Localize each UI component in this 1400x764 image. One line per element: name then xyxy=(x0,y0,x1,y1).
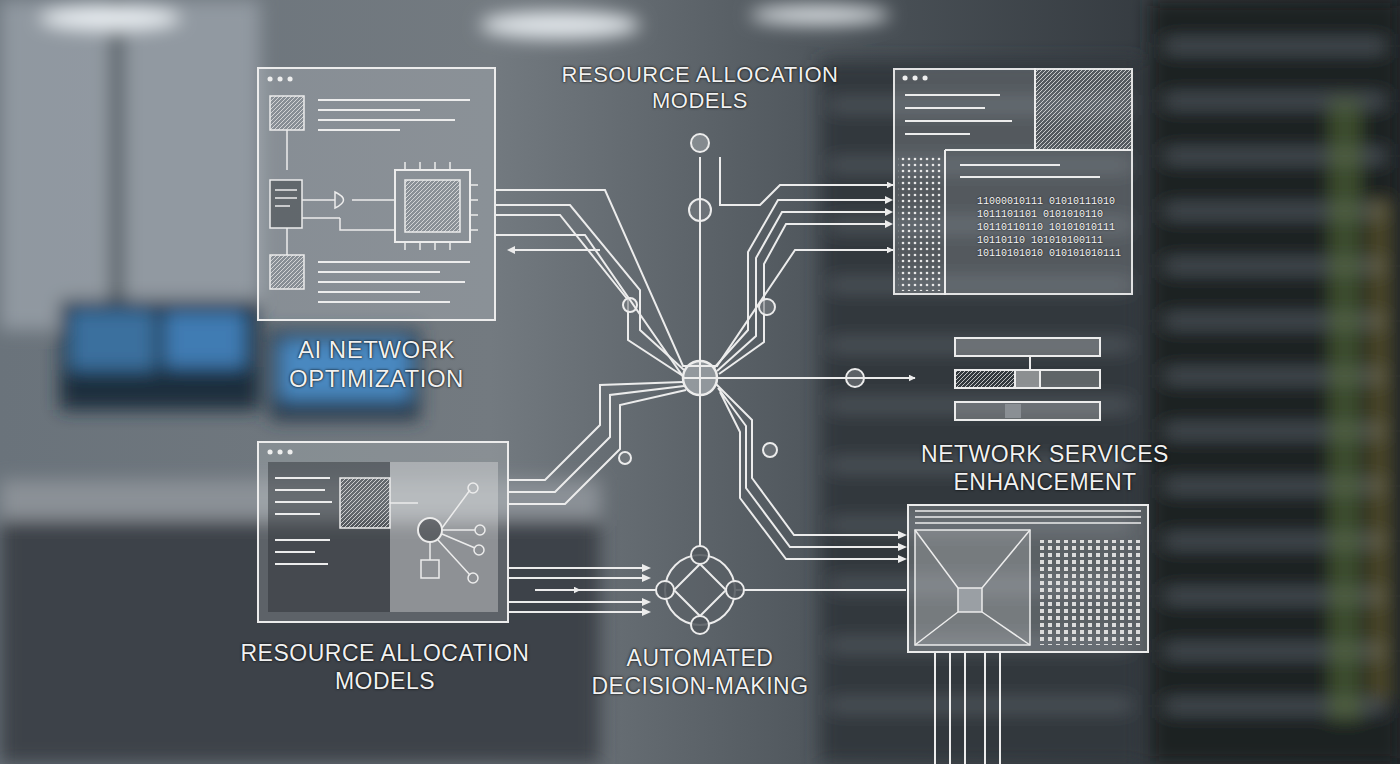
binary-readout: 11000010111 01010111010 1011101101 01010… xyxy=(977,195,1127,260)
tree-leaf xyxy=(468,483,478,493)
junction-circle xyxy=(619,452,631,464)
decision-port xyxy=(691,546,709,564)
arrowheads xyxy=(885,196,893,228)
bar-marker xyxy=(1005,404,1021,418)
caption-node: RESOURCE ALLOCATION MODELS xyxy=(550,62,850,157)
window-dots xyxy=(270,77,290,82)
service-bar xyxy=(955,338,1100,356)
chip-frame xyxy=(915,530,1030,645)
junction-circle xyxy=(763,443,777,457)
node-caption: AI NETWORK OPTIMIZATION xyxy=(258,336,495,394)
decision-port xyxy=(726,581,744,599)
caption-node: AI NETWORK OPTIMIZATION xyxy=(258,68,495,398)
chip-pins xyxy=(405,162,478,250)
connector-line xyxy=(720,157,893,205)
caption-node: NETWORK SERVICES ENHANCEMENT xyxy=(915,335,1175,498)
node-caption: NETWORK SERVICES ENHANCEMENT xyxy=(915,441,1175,496)
ceiling-light xyxy=(480,11,640,39)
circuit-traces xyxy=(275,130,395,255)
hatched-block xyxy=(340,478,390,528)
header-lines xyxy=(915,511,1141,523)
wire-bundle xyxy=(716,384,898,559)
window-dots xyxy=(270,450,290,455)
connector-line xyxy=(495,235,915,378)
service-bar xyxy=(1015,370,1040,388)
decision-diamond xyxy=(674,564,726,616)
device-panel xyxy=(908,505,1148,652)
decision-port xyxy=(691,616,709,634)
chip xyxy=(958,588,982,612)
window-panel xyxy=(258,442,508,622)
tree-leaf xyxy=(474,545,484,555)
signal-bars xyxy=(1040,540,1140,645)
tree-lines xyxy=(390,490,475,575)
down-wires xyxy=(935,652,1000,764)
monitor xyxy=(60,300,260,410)
connector-line xyxy=(535,589,580,591)
monitor-screen xyxy=(165,312,245,367)
window-dots xyxy=(905,76,925,81)
monitor-screen xyxy=(70,310,155,370)
window-panel xyxy=(258,68,495,320)
wire-bundle xyxy=(714,200,885,374)
ceiling-light xyxy=(40,6,180,30)
dot-matrix xyxy=(898,155,942,291)
text-lines xyxy=(905,95,1012,134)
cables xyxy=(1330,100,1360,720)
text-lines xyxy=(275,478,332,564)
wire-bundle xyxy=(508,382,686,504)
service-bar xyxy=(955,370,1015,388)
ceiling-light xyxy=(750,5,890,25)
text-lines xyxy=(318,100,470,302)
connector-line xyxy=(699,157,701,546)
decision-ring xyxy=(665,555,735,625)
light-pane xyxy=(390,462,498,612)
cables xyxy=(1370,200,1390,700)
chip-leads xyxy=(915,530,1030,645)
arrowheads xyxy=(642,564,651,616)
caption-node: AUTOMATED DECISION-MAKING xyxy=(580,546,820,702)
connector-line xyxy=(495,190,893,366)
window-frame xyxy=(110,0,124,330)
wire-bundle xyxy=(495,205,684,376)
tree-leaf xyxy=(475,525,485,535)
decision-port xyxy=(656,581,674,599)
side-block xyxy=(270,180,302,228)
tree-leaf xyxy=(468,573,478,583)
chip-outline xyxy=(395,170,470,242)
small-square xyxy=(421,560,439,578)
service-bar xyxy=(1040,370,1100,388)
chip-core xyxy=(405,180,460,232)
dark-pane xyxy=(268,462,390,612)
panel-fill xyxy=(893,68,1133,295)
hatched-block xyxy=(1035,69,1132,150)
caption-node: RESOURCE ALLOCATION MODELS xyxy=(235,442,535,697)
arrowheads xyxy=(898,531,907,563)
service-bar xyxy=(955,402,1100,420)
panel-box: 11000010111 01010111010 1011101101 01010… xyxy=(893,68,1133,295)
tree-root xyxy=(418,518,442,542)
node-caption: AUTOMATED DECISION-MAKING xyxy=(580,645,820,700)
node-caption: RESOURCE ALLOCATION MODELS xyxy=(235,640,535,695)
node-caption: RESOURCE ALLOCATION MODELS xyxy=(550,62,850,115)
server-rack xyxy=(1150,0,1400,764)
junction-circle xyxy=(691,134,709,152)
server-rack xyxy=(820,60,1140,764)
hatched-block xyxy=(270,96,304,130)
arrowhead xyxy=(507,246,515,254)
hatched-block xyxy=(270,255,304,289)
text-lines xyxy=(960,165,1100,177)
bar-link xyxy=(1029,356,1031,370)
panel-dividers xyxy=(945,68,1133,295)
window-light xyxy=(0,0,260,330)
